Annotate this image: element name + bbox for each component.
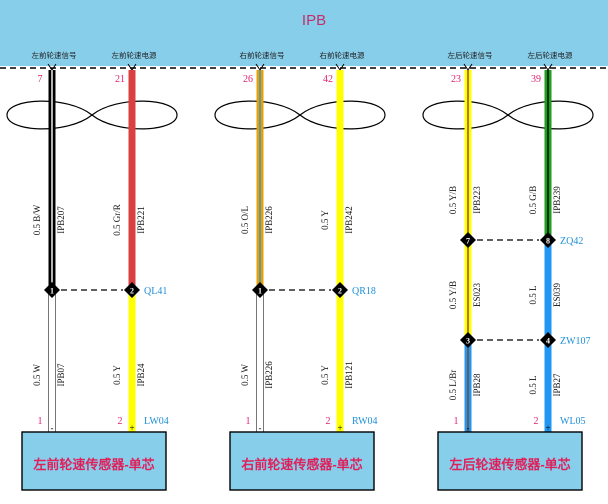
wire-signal-label: 左前轮速信号 [32, 50, 77, 60]
splice-number: 1 [50, 287, 54, 296]
wire-signal-label: 左后轮速信号 [448, 50, 493, 60]
ipb-header: IPB [0, 0, 608, 69]
circuit-number-label: ES039 [552, 283, 562, 308]
circuit-number-label: IPB221 [136, 206, 146, 234]
splice-number: 2 [130, 287, 134, 296]
circuit-number-label: IPB207 [56, 206, 66, 234]
sensor-name-label: 左后轮速传感器-单芯 [449, 457, 570, 472]
sensor-connector-ref: WL05 [560, 416, 586, 427]
connector-ref-label: QL41 [144, 286, 167, 297]
pin-polarity-label: - [259, 423, 262, 433]
wire-spec-label: 0.5 L [528, 286, 538, 305]
splice-node [460, 332, 476, 348]
wire-signal-label: 左后轮速电源 [528, 50, 573, 60]
splice-number: 1 [258, 287, 262, 296]
wire-spec-label: 0.5 Y/B [448, 281, 458, 309]
wire-spec-label: 0.5 O/L [240, 206, 250, 234]
circuit-number-label: IPB27 [552, 373, 562, 397]
splice-node [460, 232, 476, 248]
circuit-number-label: IPB121 [344, 361, 354, 389]
twisted-pair-symbol [214, 100, 386, 130]
twisted-pair-symbol [422, 100, 594, 130]
splice-node [540, 232, 556, 248]
wire-segment [544, 340, 552, 432]
splice-number: 4 [546, 337, 550, 346]
wire-signal-label: 右前轮速电源 [320, 50, 365, 60]
wire-spec-label: 0.5 Y/B [448, 186, 458, 214]
splice-node [44, 282, 60, 298]
sensor-box [21, 431, 167, 491]
circuit-number-label: IPB24 [136, 363, 146, 387]
ipb-pin-number: 39 [531, 74, 541, 85]
wire-segment [128, 70, 136, 290]
circuit-number-label: IPB28 [472, 373, 482, 397]
circuit-number-label: IPB239 [552, 186, 562, 214]
wire-segment [256, 289, 264, 433]
sensor-connector-ref: LW04 [144, 416, 169, 427]
sensor-name-label: 右前轮速传感器-单芯 [240, 457, 362, 472]
pin-polarity-label: + [545, 423, 550, 433]
sensor-pin-number: 1 [38, 416, 43, 427]
sensor-pin-number: 2 [534, 416, 539, 427]
splice-number: 2 [338, 287, 342, 296]
sensor-box [437, 431, 583, 491]
circuit-number-label: IPB07 [56, 363, 66, 387]
wire-segment [128, 290, 136, 432]
wire-spec-label: 0.5 L [528, 376, 538, 395]
wire-segment [336, 290, 344, 432]
pin-polarity-label: - [467, 423, 470, 433]
splice-node [540, 332, 556, 348]
circuit-number-label: IPB223 [472, 186, 482, 214]
connector-ref-label: QR18 [352, 286, 376, 297]
sensor-connector-ref: RW04 [352, 416, 378, 427]
sensor-box [229, 431, 375, 491]
splice-node [124, 282, 140, 298]
ipb-pin-number: 21 [115, 74, 125, 85]
ipb-pin-number: 26 [243, 74, 253, 85]
wire-spec-label: 0.5 G/B [528, 186, 538, 215]
wire-spec-label: 0.5 Y [320, 365, 330, 385]
splice-number: 3 [466, 337, 470, 346]
sensor-pin-number: 1 [246, 416, 251, 427]
wire-spec-label: 0.5 W [32, 364, 42, 386]
sensor-pin-number: 2 [326, 416, 331, 427]
wire-segment [48, 289, 56, 433]
ipb-pin-number: 23 [451, 74, 461, 85]
pin-polarity-label: + [129, 423, 134, 433]
connector-ref-label: ZQ42 [560, 236, 583, 247]
splice-number: 8 [546, 237, 550, 246]
pin-polarity-label: + [337, 423, 342, 433]
circuit-number-label: IPB226 [264, 206, 274, 234]
wire-spec-label: 0.5 Y [320, 210, 330, 230]
wire-spec-label: 0.5 Y [112, 365, 122, 385]
wire-signal-label: 右前轮速信号 [240, 50, 285, 60]
wire-segment [544, 240, 552, 340]
circuit-number-label: IPB242 [344, 206, 354, 234]
wire-segment [336, 70, 344, 290]
splice-node [332, 282, 348, 298]
wire-signal-label: 左前轮速电源 [112, 50, 157, 60]
wire-spec-label: 0.5 L/Br [448, 370, 458, 401]
wire-spec-label: 0.5 W [240, 364, 250, 386]
sensor-pin-number: 2 [118, 416, 123, 427]
circuit-number-label: ES023 [472, 283, 482, 308]
sensor-name-label: 左前轮速传感器-单芯 [33, 457, 154, 472]
wire-spec-label: 0.5 Gr/R [112, 204, 122, 236]
ipb-title: IPB [302, 12, 326, 29]
sensor-pin-number: 1 [454, 416, 459, 427]
twisted-pair-symbol [6, 100, 178, 130]
splice-node [252, 282, 268, 298]
pin-polarity-label: - [51, 423, 54, 433]
ipb-pin-number: 7 [38, 74, 43, 85]
connector-ref-label: ZW107 [560, 336, 591, 347]
ipb-header-background [0, 0, 608, 66]
splice-number: 7 [466, 237, 470, 246]
wire-spec-label: 0.5 B/W [32, 204, 42, 235]
ipb-pin-number: 42 [323, 74, 333, 85]
circuit-number-label: IPB226 [264, 361, 274, 389]
